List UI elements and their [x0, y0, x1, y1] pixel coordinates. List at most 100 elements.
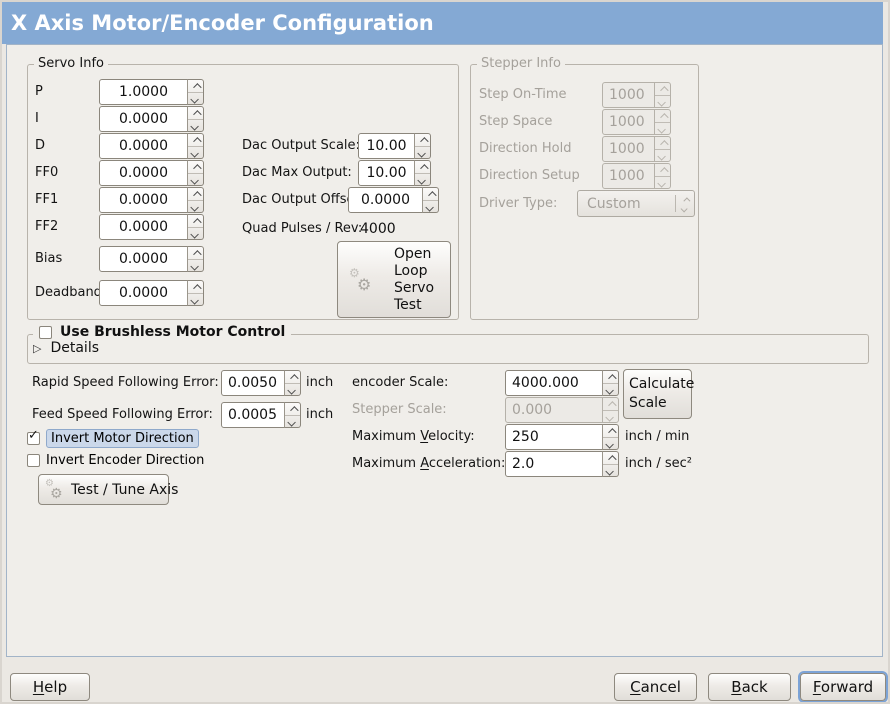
invert-encoder-label[interactable]: Invert Encoder Direction — [46, 453, 205, 468]
spin-up-icon[interactable] — [285, 371, 300, 384]
ff0-spinbox[interactable]: 0.0000 — [99, 160, 204, 186]
deadband-spinbox[interactable]: 0.0000 — [99, 280, 204, 306]
maximum-velocity-spinbox[interactable]: 250 — [505, 424, 619, 450]
invert-motor-label[interactable]: Invert Motor Direction — [46, 429, 199, 448]
help-button[interactable]: Help — [10, 673, 90, 701]
deadband-input[interactable]: 0.0000 — [99, 280, 188, 306]
encoder-scale-spinbox[interactable]: 4000.000 — [505, 370, 619, 396]
invert-encoder-checkbox[interactable] — [27, 454, 40, 467]
ff0-spin-buttons[interactable] — [187, 160, 204, 186]
encoder-scale-label: encoder Scale: — [352, 375, 449, 390]
spin-down-icon[interactable] — [188, 228, 203, 240]
use-brushless-checkbox[interactable] — [39, 325, 52, 339]
ff2-spin-buttons[interactable] — [187, 214, 204, 240]
maximum-acceleration-input[interactable]: 2.0 — [505, 451, 603, 477]
bias-spin-buttons[interactable] — [187, 246, 204, 272]
test-tune-axis-button[interactable]: ⚙⚙ Test / Tune Axis — [38, 474, 178, 505]
cancel-button[interactable]: Cancel — [614, 673, 697, 701]
spin-down-icon[interactable] — [423, 201, 438, 213]
spin-up-icon[interactable] — [188, 247, 203, 260]
ff0-input[interactable]: 0.0000 — [99, 160, 188, 186]
dac-output-scale-spinbox[interactable]: 10.00 — [358, 133, 431, 159]
ff1-label: FF1 — [35, 192, 59, 207]
spin-up-icon[interactable] — [188, 134, 203, 147]
spin-up-icon — [603, 398, 618, 411]
ff1-spinbox[interactable]: 0.0000 — [99, 187, 204, 213]
spin-down-icon[interactable] — [188, 93, 203, 105]
spin-up-icon[interactable] — [415, 134, 430, 147]
calculate-scale-button[interactable]: Calculate Scale — [623, 369, 694, 419]
invert-motor-checkbox[interactable]: ✓ — [27, 429, 40, 445]
spin-down-icon[interactable] — [188, 174, 203, 186]
dac-max-output-input[interactable]: 10.00 — [358, 160, 415, 186]
spin-up-icon[interactable] — [603, 452, 618, 465]
spin-up-icon[interactable] — [188, 107, 203, 120]
rapid-following-error-spinbox[interactable]: 0.0050 — [221, 370, 301, 396]
d-spinbox[interactable]: 0.0000 — [99, 133, 204, 159]
use-brushless-label[interactable]: Use Brushless Motor Control — [60, 324, 286, 340]
i-spinbox[interactable]: 0.0000 — [99, 106, 204, 132]
spin-buttons[interactable] — [284, 370, 301, 396]
i-spin-buttons[interactable] — [187, 106, 204, 132]
ff1-spin-buttons[interactable] — [187, 187, 204, 213]
spin-up-icon[interactable] — [188, 161, 203, 174]
open-loop-servo-test-button[interactable]: ⚙⚙ Open Loop Servo Test — [337, 241, 451, 318]
spin-up-icon[interactable] — [415, 161, 430, 174]
spin-down-icon[interactable] — [188, 120, 203, 132]
spin-down-icon[interactable] — [188, 260, 203, 272]
maximum-velocity-input[interactable]: 250 — [505, 424, 603, 450]
spin-up-icon[interactable] — [603, 425, 618, 438]
dac-output-offset-spin-buttons[interactable] — [422, 187, 439, 213]
details-expander[interactable]: ▷ Details — [33, 340, 99, 356]
spin-buttons[interactable] — [602, 451, 619, 477]
p-spinbox[interactable]: 1.0000 — [99, 79, 204, 105]
spin-up-icon[interactable] — [603, 371, 618, 384]
spin-down-icon[interactable] — [285, 416, 300, 428]
spin-down-icon[interactable] — [415, 174, 430, 186]
rapid-following-error-input[interactable]: 0.0050 — [221, 370, 285, 396]
spin-buttons[interactable] — [284, 402, 301, 428]
expander-triangle-icon[interactable]: ▷ — [33, 341, 42, 355]
spin-down-icon[interactable] — [603, 438, 618, 450]
encoder-scale-input[interactable]: 4000.000 — [505, 370, 603, 396]
spin-up-icon[interactable] — [188, 281, 203, 294]
spin-buttons[interactable] — [602, 424, 619, 450]
ff2-input[interactable]: 0.0000 — [99, 214, 188, 240]
dac-max-output-spin-buttons[interactable] — [414, 160, 431, 186]
spin-down-icon[interactable] — [415, 147, 430, 159]
ff2-spinbox[interactable]: 0.0000 — [99, 214, 204, 240]
spin-up-icon[interactable] — [285, 403, 300, 416]
spin-down-icon[interactable] — [188, 294, 203, 306]
spin-buttons[interactable] — [602, 370, 619, 396]
p-input[interactable]: 1.0000 — [99, 79, 188, 105]
spin-up-icon[interactable] — [188, 80, 203, 93]
deadband-spin-buttons[interactable] — [187, 280, 204, 306]
details-label[interactable]: Details — [50, 340, 100, 356]
spin-down-icon[interactable] — [188, 147, 203, 159]
spin-up-icon[interactable] — [188, 188, 203, 201]
d-input[interactable]: 0.0000 — [99, 133, 188, 159]
invert-motor-direction-row: ✓ Invert Motor Direction — [27, 429, 199, 448]
dac-output-offset-input[interactable]: 0.0000 — [348, 187, 423, 213]
feed-following-error-spinbox[interactable]: 0.0005 — [221, 402, 301, 428]
spin-down-icon[interactable] — [285, 384, 300, 396]
dac-output-scale-spin-buttons[interactable] — [414, 133, 431, 159]
p-spin-buttons[interactable] — [187, 79, 204, 105]
spin-down-icon[interactable] — [603, 384, 618, 396]
maximum-acceleration-spinbox[interactable]: 2.0 — [505, 451, 619, 477]
i-input[interactable]: 0.0000 — [99, 106, 188, 132]
spin-down-icon[interactable] — [188, 201, 203, 213]
bias-spinbox[interactable]: 0.0000 — [99, 246, 204, 272]
dac-output-scale-input[interactable]: 10.00 — [358, 133, 415, 159]
forward-button[interactable]: Forward — [800, 673, 886, 701]
bias-input[interactable]: 0.0000 — [99, 246, 188, 272]
spin-up-icon[interactable] — [423, 188, 438, 201]
back-button[interactable]: Back — [708, 673, 791, 701]
spin-down-icon[interactable] — [603, 465, 618, 477]
dac-output-offset-spinbox[interactable]: 0.0000 — [348, 187, 439, 213]
dac-max-output-spinbox[interactable]: 10.00 — [358, 160, 431, 186]
spin-up-icon[interactable] — [188, 215, 203, 228]
d-spin-buttons[interactable] — [187, 133, 204, 159]
feed-following-error-input[interactable]: 0.0005 — [221, 402, 285, 428]
ff1-input[interactable]: 0.0000 — [99, 187, 188, 213]
